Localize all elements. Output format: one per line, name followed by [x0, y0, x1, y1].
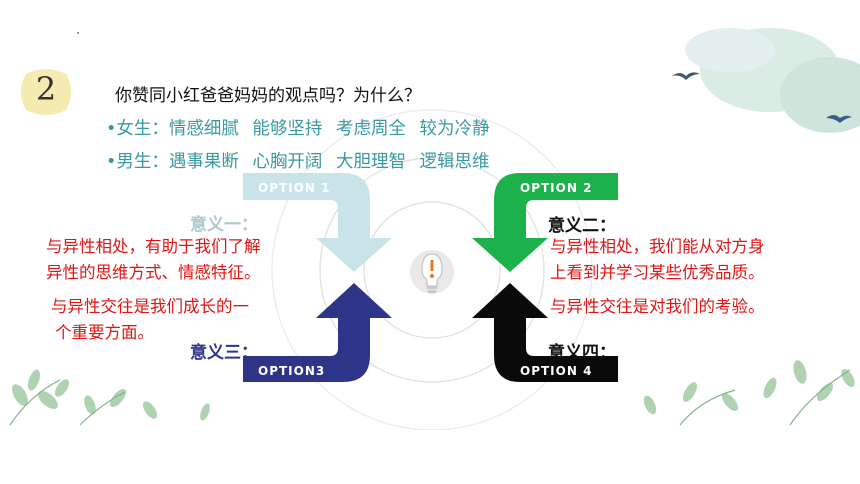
point-3-text: 与异性相处，我们能从对方身 上看到并学习某些优秀品质。	[550, 234, 765, 286]
option-1-label: OPTION 1	[258, 181, 330, 195]
slide-decorations: OPTION 1 OPTION 2 OPTION3 OPTION 4	[9, 28, 860, 430]
point-3-line: 上看到并学习某些优秀品质。	[550, 263, 765, 282]
slide: OPTION 1 OPTION 2 OPTION3 OPTION 4	[9, 28, 860, 430]
leaf-decoration	[12, 360, 855, 421]
point-1-line: 与异性相处，有助于我们了解	[46, 237, 261, 256]
bottom-blank-area	[0, 430, 860, 484]
trait-female: •女生：情感细腻 能够坚持 考虑周全 较为冷静	[106, 119, 490, 139]
trait-male: •男生：遇事果断 心胸开阔 大胆理智 逻辑思维	[106, 152, 490, 172]
center-rings	[271, 109, 593, 430]
meaning-1-heading: 意义一：	[190, 215, 258, 235]
meaning-3-heading: 意义三：	[190, 343, 258, 363]
arrow-option-2: OPTION 2	[472, 173, 618, 272]
lightbulb-icon	[410, 250, 454, 294]
meaning-4-heading: 意义四：	[548, 343, 616, 363]
number-badge	[21, 69, 71, 115]
meaning-2-heading: 意义二：	[548, 216, 616, 236]
point-2-text: 与异性交往是我们成长的一 个重要方面。	[51, 294, 249, 346]
bird-icon	[672, 72, 700, 80]
point-1-text: 与异性相处，有助于我们了解 异性的思维方式、情感特征。	[46, 234, 261, 286]
leaf-stems	[9, 369, 851, 426]
point-2-line: 个重要方面。	[55, 323, 154, 342]
point-4-line: 与异性交往是对我们的考验。	[550, 297, 765, 316]
decorative-dot	[77, 32, 79, 34]
option-2-label: OPTION 2	[520, 181, 592, 195]
question-text: 你赞同小红爸爸妈妈的观点吗？为什么？	[115, 86, 421, 106]
bird-icon	[826, 115, 852, 123]
arrow-option-3: OPTION3	[243, 283, 392, 382]
option-4-label: OPTION 4	[520, 364, 592, 378]
arrow-option-1: OPTION 1	[243, 173, 392, 272]
slide-number: 2	[35, 70, 57, 108]
point-3-line: 与异性相处，我们能从对方身	[550, 237, 765, 256]
option-3-label: OPTION3	[258, 364, 325, 378]
point-2-line: 与异性交往是我们成长的一	[51, 297, 249, 316]
watercolor-splash	[685, 28, 860, 133]
point-4-text: 与异性交往是对我们的考验。	[550, 294, 765, 320]
arrow-option-4: OPTION 4	[472, 283, 618, 382]
point-1-line: 异性的思维方式、情感特征。	[46, 263, 261, 282]
